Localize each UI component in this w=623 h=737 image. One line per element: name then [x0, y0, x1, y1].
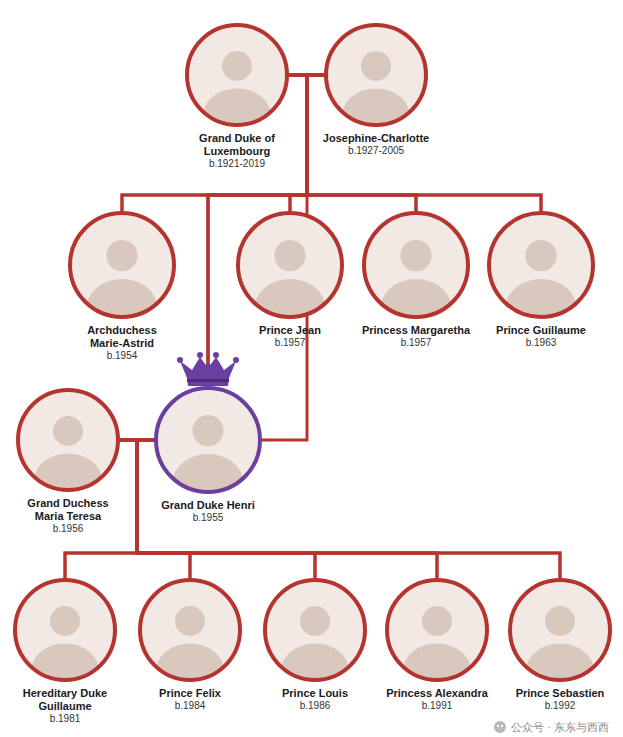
portrait-circle [187, 25, 287, 125]
birth-years: b.1956 [53, 523, 84, 535]
portrait-frame [66, 209, 178, 321]
portrait-frame [506, 576, 614, 684]
portrait-frame [485, 209, 597, 321]
person-node: Archduchess Marie-Astridb.1954 [66, 209, 178, 362]
portrait-circle [489, 213, 593, 317]
portrait-circle [15, 580, 115, 680]
birth-years: b.1921-2019 [209, 158, 265, 170]
portrait-circle [387, 580, 487, 680]
watermark-text: 公众号 · 东东与西西 [511, 720, 609, 734]
birth-years: b.1984 [175, 700, 206, 712]
person-name: Josephine-Charlotte [323, 132, 429, 145]
birth-years: b.1927-2005 [348, 145, 404, 157]
portrait-circle [510, 580, 610, 680]
portrait-frame [261, 576, 369, 684]
birth-years: b.1957 [401, 337, 432, 349]
person-node: Prince Guillaumeb.1963 [485, 209, 597, 349]
person-name: Prince Felix [159, 687, 221, 700]
birth-years: b.1986 [300, 700, 331, 712]
person-name: Grand Duke of Luxembourg [187, 132, 287, 158]
birth-years: b.1991 [422, 700, 453, 712]
person-name: Grand Duchess Maria Teresa [18, 497, 118, 523]
crown-symbol [177, 352, 239, 386]
portrait-circle [238, 213, 342, 317]
portrait-circle [140, 580, 240, 680]
person-name: Grand Duke Henri [161, 499, 255, 512]
family-connector [118, 440, 315, 580]
person-node: Princess Alexandrab.1991 [383, 576, 491, 712]
person-name: Prince Jean [259, 324, 321, 337]
portrait-frame [152, 384, 264, 496]
person-node: Josephine-Charlotteb.1927-2005 [320, 21, 433, 157]
person-node: Grand Duchess Maria Teresab.1956 [14, 386, 122, 535]
portrait-circle [156, 388, 260, 492]
person-name: Archduchess Marie-Astrid [72, 324, 172, 350]
portrait-frame [14, 386, 122, 494]
birth-years: b.1955 [193, 512, 224, 524]
portrait-frame [11, 576, 119, 684]
crown-band [187, 379, 229, 382]
person-node: Prince Jeanb.1957 [234, 209, 346, 349]
person-name: Princess Alexandra [386, 687, 488, 700]
family-connector [287, 75, 307, 213]
portrait-circle [18, 390, 118, 490]
person-node: Grand Duke of Luxembourgb.1921-2019 [183, 21, 291, 170]
portrait-circle [265, 580, 365, 680]
portrait-circle [364, 213, 468, 317]
portrait-frame [322, 21, 430, 129]
person-name: Prince Sebastien [516, 687, 605, 700]
person-node: Grand Duke Henrib.1955 [152, 384, 264, 524]
birth-years: b.1963 [526, 337, 557, 349]
wechat-icon [493, 720, 507, 734]
birth-years: b.1957 [275, 337, 306, 349]
birth-years: b.1954 [107, 350, 138, 362]
person-name: Prince Guillaume [496, 324, 586, 337]
birth-years: b.1981 [50, 713, 81, 725]
portrait-frame [234, 209, 346, 321]
person-node: Prince Louisb.1986 [261, 576, 369, 712]
portrait-frame [383, 576, 491, 684]
portrait-circle [326, 25, 426, 125]
birth-years: b.1992 [545, 700, 576, 712]
person-name: Princess Margaretha [362, 324, 470, 337]
watermark: 公众号 · 东东与西西 [493, 720, 609, 734]
person-name: Hereditary Duke Guillaume [15, 687, 115, 713]
person-node: Prince Felixb.1984 [136, 576, 244, 712]
person-name: Prince Louis [282, 687, 348, 700]
portrait-frame [136, 576, 244, 684]
family-connector [137, 440, 560, 580]
person-node: Princess Margarethab.1957 [359, 209, 474, 349]
portrait-frame [360, 209, 472, 321]
person-node: Hereditary Duke Guillaumeb.1981 [11, 576, 119, 725]
person-node: Prince Sebastienb.1992 [506, 576, 614, 712]
portrait-circle [70, 213, 174, 317]
family-connector [122, 75, 326, 213]
portrait-frame [183, 21, 291, 129]
